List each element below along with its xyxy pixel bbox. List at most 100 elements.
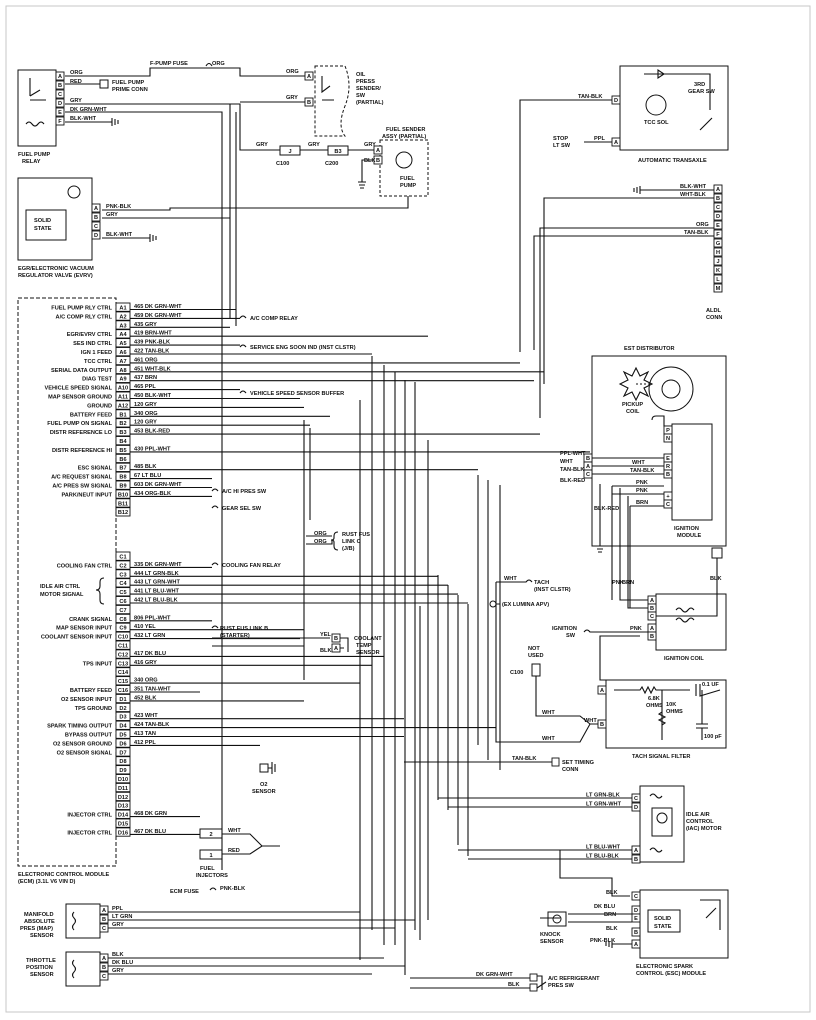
set-timing-conn: TAN-BLK SET TIMING CONN bbox=[404, 756, 594, 773]
ecm-pinbox bbox=[115, 382, 131, 392]
ecm-wire-label: 340 ORG bbox=[134, 411, 158, 417]
ecm-wire-lines bbox=[130, 308, 590, 835]
ecm-pin: A4 bbox=[119, 332, 127, 338]
ecm-pinbox bbox=[115, 489, 131, 499]
relay-pin: D bbox=[58, 101, 62, 107]
evrv-title-1: EGR/ELECTRONIC VACUUM bbox=[18, 266, 94, 272]
ecm-pinbox bbox=[115, 693, 131, 704]
est-wire-label: PPL-WHT bbox=[560, 451, 586, 457]
ecm-pin: B11 bbox=[118, 501, 128, 507]
ecm-wire-label: 424 TAN-BLK bbox=[134, 722, 169, 728]
ign-module-2: MODULE bbox=[677, 533, 702, 539]
tps-pinbox bbox=[99, 962, 109, 972]
ecm-row-label: VEHICLE SPEED SIGNAL bbox=[45, 386, 113, 392]
relay-pinbox bbox=[55, 116, 65, 126]
fpump-fuse-label: F-PUMP FUSE bbox=[150, 61, 188, 67]
coolant-title-2: TEMP bbox=[356, 643, 372, 649]
filter-r2-1: 10K bbox=[666, 702, 676, 708]
ecm-pinbox bbox=[115, 462, 131, 472]
ecm-pin: A12 bbox=[118, 403, 128, 409]
ecm-pin: B8 bbox=[119, 475, 126, 481]
ecm-wire-label: 442 LT BLU-BLK bbox=[134, 598, 178, 604]
ecm-row-label: O2 SENSOR INPUT bbox=[61, 697, 113, 703]
ecm-wire-label: 413 TAN bbox=[134, 731, 156, 737]
ecm-wire-label: 453 BLK-RED bbox=[134, 429, 170, 435]
ecm-wire-label: 120 GRY bbox=[134, 420, 157, 426]
note-ecm-fuse: ECM FUSE bbox=[170, 889, 199, 895]
est-pn-pinbox bbox=[663, 433, 673, 443]
fuel-pump-relay-body bbox=[17, 69, 57, 147]
ecm-pinbox bbox=[115, 818, 131, 828]
gry-label-2: GRY bbox=[308, 142, 320, 148]
map-wire-ltgrn: LT GRN bbox=[112, 914, 132, 920]
fuel-pump-motor-icon bbox=[395, 151, 413, 169]
ecm-pinbox bbox=[115, 444, 131, 455]
ecm-pin: B9 bbox=[119, 484, 126, 490]
coil-pin: A bbox=[650, 598, 654, 604]
ecm-wire-label: 444 LT GRN-BLK bbox=[134, 571, 179, 577]
evrv-wire-gry: GRY bbox=[106, 212, 118, 218]
ecm-wire-label: 459 DK GRN-WHT bbox=[134, 313, 182, 319]
evrv-pin: B bbox=[94, 215, 98, 221]
ecm-pin: B4 bbox=[119, 439, 127, 445]
ecm-pinbox bbox=[115, 320, 131, 330]
filter-c2: 100 pF bbox=[704, 734, 722, 740]
ecm-pin: A8 bbox=[119, 368, 126, 374]
ecm-wire-label: 806 PPL-WHT bbox=[134, 615, 171, 621]
esc-wire-label: DK BLU bbox=[594, 904, 615, 910]
ecm-pinbox bbox=[115, 551, 131, 561]
aldl-wire-blkwht: BLK-WHT bbox=[680, 184, 707, 190]
map-pin: B bbox=[102, 917, 106, 923]
ecm-pin: A9 bbox=[119, 377, 126, 383]
ecm-pin: B3 bbox=[119, 430, 126, 436]
ecm-row-label: ESC SIGNAL bbox=[78, 466, 113, 472]
injector-title-1: FUEL bbox=[200, 866, 215, 872]
ecm-wire-label: 120 GRY bbox=[134, 402, 157, 408]
ecm-pinbox bbox=[115, 827, 131, 837]
ecm-pinbox bbox=[115, 782, 131, 793]
esc-pin: B bbox=[634, 930, 638, 936]
diode-symbol bbox=[644, 68, 690, 80]
gear-sw-1: 3RD bbox=[694, 82, 705, 88]
map-wire-ppl: PPL bbox=[112, 906, 123, 912]
set-timing-wire: TAN-BLK bbox=[512, 756, 536, 762]
ecm-pin: C10 bbox=[118, 635, 128, 641]
ecm-pinbox bbox=[115, 329, 131, 339]
ecm-pinbox bbox=[115, 498, 131, 508]
ecm-pin: C5 bbox=[119, 590, 126, 596]
ecm-row-label: COOLING FAN CTRL bbox=[57, 563, 113, 569]
idle-air-label-1: IDLE AIR CTRL bbox=[40, 584, 81, 590]
oil-title-4: SW bbox=[356, 93, 366, 99]
evrv-pin: C bbox=[94, 224, 98, 230]
ac-ref-wire-blk: BLK bbox=[508, 982, 520, 988]
ecm-pinbox bbox=[115, 338, 131, 348]
ecm-pin: C8 bbox=[119, 617, 126, 623]
est-wire-label: WHT bbox=[560, 459, 573, 465]
ecm-pinbox bbox=[115, 658, 131, 668]
ecm-note-labels: A/C COMP RELAY SERVICE ENG SOON IND (INS… bbox=[170, 315, 370, 895]
coil-pin: C bbox=[650, 614, 654, 620]
evrv-pin: D bbox=[94, 233, 98, 239]
wire-label-org: ORG bbox=[70, 70, 83, 76]
iac-wire-label: LT BLU-WHT bbox=[586, 845, 621, 851]
ecm-pinbox bbox=[115, 507, 131, 517]
ecm-pinbox bbox=[115, 560, 131, 570]
knock-sensor-2: SENSOR bbox=[540, 939, 564, 945]
evrv-wire-pnkblk: PNK-BLK bbox=[106, 204, 131, 210]
note-ac-comp-relay: A/C COMP RELAY bbox=[250, 316, 298, 322]
aldl-pinbox bbox=[713, 202, 723, 212]
coolant-wire-blk: BLK bbox=[320, 648, 332, 654]
ecm-pin: B2 bbox=[119, 421, 126, 427]
ecm-pinbox bbox=[115, 711, 131, 721]
tps-pin: A bbox=[102, 956, 106, 962]
ecm-pin: D8 bbox=[119, 759, 126, 765]
ecm-row-label: SES IND CTRL bbox=[73, 341, 112, 347]
relay-switch-symbol bbox=[29, 78, 46, 101]
ecm-pin: D7 bbox=[119, 750, 126, 756]
est-wire-blk-vert: BLK bbox=[710, 576, 722, 582]
ecm-pinbox bbox=[115, 578, 131, 588]
ecm-row-label: TCC CTRL bbox=[84, 359, 113, 365]
ecm-row-label: INJECTOR CTRL bbox=[67, 813, 112, 819]
